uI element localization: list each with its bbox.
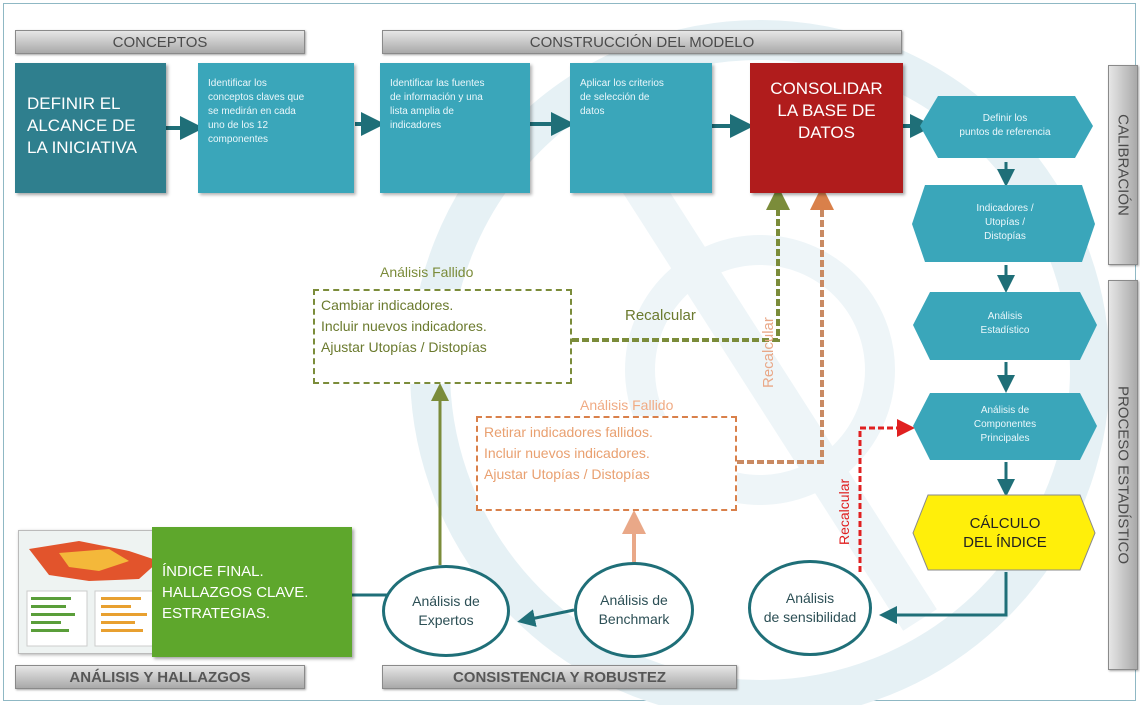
calculo-line-2: DEL ÍNDICE — [963, 534, 1047, 551]
indicadores-line-2: Utopías / — [984, 217, 1026, 228]
consolidar-line-1: CONSOLIDAR — [770, 79, 883, 98]
box-identificar-fuentes: Identificar las fuentes de información y… — [380, 63, 530, 193]
hexagon-componentes — [913, 393, 1097, 460]
box-consolidar-base: CONSOLIDAR LA BASE DE DATOS — [750, 63, 903, 193]
indicadores-line-3: Distopías — [984, 231, 1026, 242]
fallido-1-line-3: Ajustar Utopías / Distopías — [321, 339, 487, 355]
header-conceptos: CONCEPTOS — [15, 30, 305, 54]
hexagon-puntos — [920, 96, 1093, 158]
box-indice-final: ÍNDICE FINAL. HALLAZGOS CLAVE. ESTRATEGI… — [152, 527, 352, 657]
fallido-2-line-3: Ajustar Utopías / Distopías — [484, 466, 650, 482]
indice-line-1: ÍNDICE FINAL. — [162, 563, 264, 580]
hex-estadistico-text: Análisis Estadístico — [925, 310, 1085, 338]
fallido-2-line-2: Incluir nuevos indicadores. — [484, 445, 650, 461]
report-map-image — [18, 530, 170, 654]
estadistico-line-1: Análisis — [987, 311, 1023, 322]
circle-benchmark: Análisis de Benchmark — [574, 562, 694, 658]
aplicar-line-2: de selección de — [580, 92, 650, 103]
hexagon-estadistico — [913, 292, 1097, 360]
conceptos-line-5: componentes — [208, 134, 269, 145]
conceptos-line-3: se medirán en cada — [208, 106, 296, 117]
box-fallido-1: Cambiar indicadores. Incluir nuevos indi… — [313, 289, 572, 384]
box-fallido-2: Retirar indicadores fallidos. Incluir nu… — [476, 416, 737, 511]
consolidar-line-2: LA BASE DE — [777, 101, 876, 120]
fallido-1-line-1: Cambiar indicadores. — [321, 297, 454, 313]
expertos-line-2: Expertos — [418, 612, 474, 628]
componentes-line-1: Análisis de — [980, 405, 1030, 416]
hex-indicadores-text: Indicadores / Utopías / Distopías — [925, 202, 1085, 244]
indicadores-line-1: Indicadores / — [976, 203, 1034, 214]
conceptos-line-1: Identificar los — [208, 78, 267, 89]
recalcular-olive: Recalcular — [625, 307, 696, 324]
hex-puntos-text: Definir los puntos de referencia — [925, 112, 1085, 140]
fuentes-line-3: lista amplia de — [390, 106, 454, 117]
box-aplicar-criterios: Aplicar los criterios de selección de da… — [570, 63, 712, 193]
estadistico-line-2: Estadístico — [980, 325, 1030, 336]
header-construccion: CONSTRUCCIÓN DEL MODELO — [382, 30, 902, 54]
hexagon-calculo — [912, 494, 1096, 571]
conceptos-line-2: conceptos claves que — [208, 92, 305, 103]
box-identificar-conceptos: Identificar los conceptos claves que se … — [198, 63, 354, 193]
fallido-2-line-1: Retirar indicadores fallidos. — [484, 424, 653, 440]
header-analisis-hallazgos: ANÁLISIS Y HALLAZGOS — [15, 665, 305, 689]
benchmark-line-2: Benchmark — [598, 611, 670, 627]
conceptos-line-4: uno de los 12 — [208, 120, 269, 131]
expertos-line-1: Análisis de — [412, 593, 480, 609]
puntos-line-1: Definir los — [982, 113, 1028, 124]
aplicar-line-1: Aplicar los criterios — [580, 78, 664, 89]
indice-line-3: ESTRATEGIAS. — [162, 605, 271, 622]
fallido-1-title: Análisis Fallido — [380, 264, 474, 280]
hex-calculo-text: CÁLCULO DEL ÍNDICE — [925, 514, 1085, 552]
fuentes-line-4: indicadores — [390, 120, 442, 131]
fallido-2-title: Análisis Fallido — [580, 397, 674, 413]
hexagon-indicadores — [912, 185, 1095, 262]
calculo-line-1: CÁLCULO — [969, 515, 1041, 532]
definir-line-2: ALCANCE DE — [27, 116, 136, 135]
circle-sensibilidad: Análisis de sensibilidad — [748, 560, 872, 656]
benchmark-line-1: Análisis de — [600, 592, 668, 608]
header-calibracion: CALIBRACIÓN — [1108, 65, 1138, 265]
sensibilidad-line-1: Análisis — [785, 590, 835, 606]
header-proceso: PROCESO ESTADÍSTICO — [1108, 280, 1138, 670]
componentes-line-3: Principales — [980, 433, 1030, 444]
recalcular-red: Recalcular — [836, 478, 852, 545]
definir-line-3: LA INICIATIVA — [27, 138, 137, 157]
indice-line-2: HALLAZGOS CLAVE. — [162, 584, 309, 601]
hex-componentes-text: Análisis de Componentes Principales — [925, 404, 1085, 446]
definir-line-1: DEFINIR EL — [27, 94, 121, 113]
aplicar-line-3: datos — [580, 106, 605, 117]
circle-expertos: Análisis de Expertos — [382, 565, 510, 657]
componentes-line-2: Componentes — [973, 419, 1037, 430]
map-thumbnail-icon — [19, 531, 169, 653]
recalcular-orange: Recalcular — [760, 317, 777, 388]
sensibilidad-line-2: de sensibilidad — [763, 609, 857, 625]
box-definir-alcance: DEFINIR EL ALCANCE DE LA INICIATIVA — [15, 63, 166, 193]
puntos-line-2: puntos de referencia — [959, 127, 1051, 138]
fuentes-line-2: de información y una — [390, 92, 483, 103]
fallido-1-line-2: Incluir nuevos indicadores. — [321, 318, 487, 334]
consolidar-line-3: DATOS — [798, 123, 855, 142]
fuentes-line-1: Identificar las fuentes — [390, 78, 485, 89]
header-consistencia: CONSISTENCIA Y ROBUSTEZ — [382, 665, 737, 689]
